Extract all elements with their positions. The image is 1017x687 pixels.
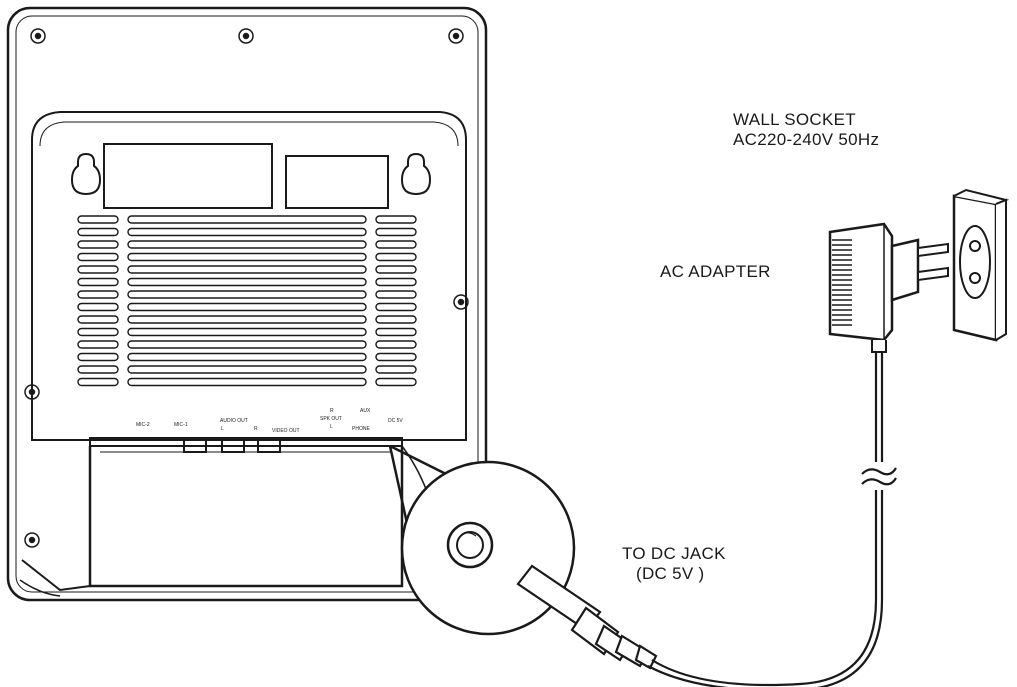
ac-adapter bbox=[828, 222, 949, 353]
dc-jack-callout bbox=[388, 444, 576, 636]
port-label-spk-r: R bbox=[330, 408, 334, 414]
vent-slot bbox=[77, 290, 119, 299]
vent-slot bbox=[375, 340, 417, 349]
device-stand bbox=[19, 445, 431, 597]
vent-slot bbox=[375, 227, 417, 237]
vent-slot bbox=[127, 315, 367, 324]
vent-slot bbox=[77, 315, 119, 324]
port-label-mic2: MIC-2 bbox=[136, 422, 150, 428]
dc-jack-label: TO DC JACK (DC 5V ) bbox=[622, 544, 726, 584]
port-label-mic1: MIC-1 bbox=[174, 422, 188, 428]
vent-slot bbox=[127, 227, 367, 237]
ac-adapter-label: AC ADAPTER bbox=[660, 262, 771, 281]
vent-slot bbox=[375, 215, 417, 224]
vent-slot bbox=[127, 377, 367, 387]
wall-socket bbox=[952, 188, 1010, 342]
port-label-video-out: VIDEO OUT bbox=[272, 428, 300, 434]
vent-slot bbox=[375, 365, 417, 374]
port-label-dc5v: DC 5V bbox=[388, 418, 403, 424]
vent-slot bbox=[375, 252, 417, 262]
vent-slot bbox=[127, 265, 367, 274]
vent-slot bbox=[77, 252, 119, 262]
vent-slot bbox=[77, 265, 119, 274]
label-windows bbox=[103, 143, 389, 209]
vent-slot bbox=[127, 352, 367, 362]
vent-slot bbox=[77, 340, 119, 349]
vent-slot bbox=[127, 240, 367, 249]
wall-socket-label-line1: WALL SOCKET bbox=[733, 110, 856, 129]
port-label-spk-l: L bbox=[330, 424, 333, 430]
dc-jack-label-line1: TO DC JACK bbox=[622, 544, 726, 563]
vent-slot bbox=[77, 215, 119, 224]
vent-slot bbox=[127, 215, 367, 224]
vent-slot bbox=[77, 240, 119, 249]
vent-slot bbox=[77, 365, 119, 374]
vent-slot bbox=[375, 240, 417, 249]
vent-slot bbox=[127, 340, 367, 349]
vent-slot bbox=[375, 327, 417, 337]
vent-slot bbox=[375, 352, 417, 362]
port-label-audio-r: R bbox=[254, 426, 258, 432]
port-label-spk-out: SPK OUT bbox=[320, 416, 342, 422]
vent-slot bbox=[127, 302, 367, 312]
vent-slot bbox=[375, 265, 417, 274]
vent-slot bbox=[127, 365, 367, 374]
device-back-panel bbox=[6, 6, 488, 602]
vent-slot bbox=[127, 252, 367, 262]
vent-grille bbox=[77, 215, 417, 387]
vent-slot bbox=[375, 277, 417, 287]
wall-socket-label-line2: AC220-240V 50Hz bbox=[733, 130, 880, 149]
vent-slot bbox=[77, 352, 119, 362]
port-label-phone: PHONE bbox=[352, 426, 370, 432]
wall-mount-keyholes bbox=[70, 152, 432, 196]
vent-slot bbox=[77, 377, 119, 387]
vent-slot bbox=[127, 327, 367, 337]
port-label-audio-out: AUDIO OUT bbox=[220, 418, 248, 424]
power-cable bbox=[647, 350, 897, 687]
vent-slot bbox=[375, 315, 417, 324]
dc-jack-label-line2: (DC 5V ) bbox=[636, 564, 705, 583]
port-labels: MIC-2 MIC-1 AUDIO OUT L R VIDEO OUT R SP… bbox=[136, 408, 403, 434]
vent-slot bbox=[77, 227, 119, 237]
port-label-audio-l: L bbox=[221, 426, 224, 432]
vent-slot bbox=[77, 302, 119, 312]
port-label-aux: AUX bbox=[360, 408, 371, 414]
vent-slot bbox=[77, 327, 119, 337]
vent-slot bbox=[375, 377, 417, 387]
screws bbox=[24, 28, 469, 548]
wall-socket-label: WALL SOCKET AC220-240V 50Hz bbox=[733, 110, 879, 150]
vent-slot bbox=[375, 290, 417, 299]
vent-slot bbox=[77, 277, 119, 287]
vent-slot bbox=[375, 302, 417, 312]
vent-slot bbox=[127, 277, 367, 287]
vent-slot bbox=[127, 290, 367, 299]
dc-plug bbox=[516, 564, 658, 670]
